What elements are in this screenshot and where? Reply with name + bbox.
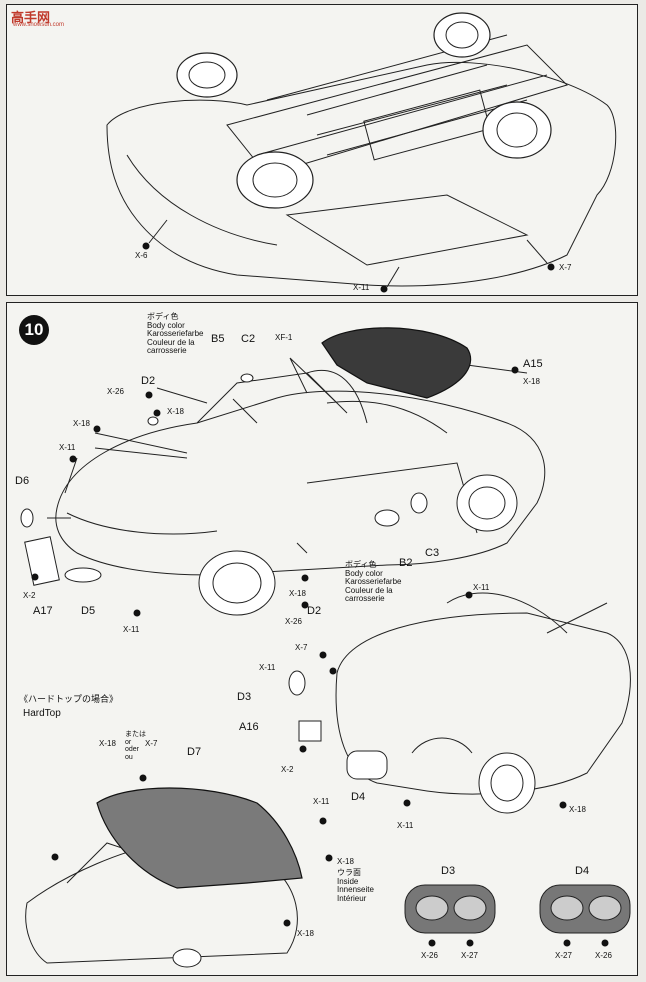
- step-number: 10: [19, 315, 49, 345]
- paint-label: XF-1: [275, 333, 293, 342]
- paint-label: X-11: [397, 821, 414, 830]
- assembly-drawing: [20, 327, 631, 968]
- paint-label: X-18: [569, 805, 586, 814]
- hardtop-heading-jp: 《ハードトップの場合》: [19, 694, 119, 704]
- paint-label: X-27: [461, 951, 478, 960]
- paint-label: X-11: [313, 797, 330, 806]
- paint-label: X-18: [337, 857, 354, 866]
- paint-label: X-26: [107, 387, 124, 396]
- paint-label: X-11: [259, 663, 276, 672]
- paint-label: X-11: [353, 283, 370, 292]
- chassis-underside-drawing: [106, 12, 617, 293]
- body-color-note: ボディ色 Body color Karosseriefarbe Couleur …: [345, 560, 402, 603]
- paint-label: X-27: [555, 951, 572, 960]
- watermark-url: www.showsun.com: [13, 22, 65, 28]
- step-9-panel: 高手网 www.showsun.com X-6 X-7 X-11: [6, 4, 638, 296]
- paint-label: X-2: [281, 765, 294, 774]
- part-label: A16: [239, 721, 259, 733]
- part-label: D5: [81, 605, 96, 617]
- watermark-logo: 高手网: [11, 10, 51, 25]
- paint-label: X-18: [523, 377, 540, 386]
- hardtop-heading: HardTop: [23, 708, 61, 719]
- paint-label: X-11: [473, 583, 490, 592]
- paint-label: X-11: [59, 443, 76, 452]
- part-label: C2: [241, 333, 256, 345]
- paint-label: X-2: [23, 591, 36, 600]
- part-label: D7: [187, 746, 202, 758]
- body-color-note: ボディ色 Body color Karosseriefarbe Couleur …: [147, 312, 204, 355]
- paint-label: X-7: [559, 263, 572, 272]
- part-label: D3: [237, 691, 252, 703]
- paint-label: X-7: [295, 643, 308, 652]
- part-label: B2: [399, 557, 413, 569]
- paint-label: X-18: [99, 739, 116, 748]
- paint-label: X-26: [421, 951, 438, 960]
- part-label: C3: [425, 547, 440, 559]
- part-label: D4: [575, 865, 590, 877]
- paint-label: X-6: [135, 251, 148, 260]
- paint-label: X-18: [289, 589, 306, 598]
- inside-note: ウラ面 Inside Innenseite Intérieur: [337, 868, 374, 903]
- paint-label: X-18: [167, 407, 184, 416]
- part-label: D4: [351, 791, 366, 803]
- part-label: B5: [211, 333, 225, 345]
- paint-label: X-7: [145, 739, 158, 748]
- paint-label: X-26: [285, 617, 302, 626]
- paint-label: X-18: [297, 929, 314, 938]
- part-label: A17: [33, 605, 53, 617]
- paint-label: X-18: [73, 419, 90, 428]
- paint-label: X-11: [123, 625, 140, 634]
- part-label: A15: [523, 358, 543, 370]
- or-note: または or oder ou: [125, 731, 146, 761]
- part-label: D6: [15, 475, 30, 487]
- part-label: D2: [141, 375, 156, 387]
- step-10-panel: 10 ボディ色 Body color Karosseriefarbe Coule…: [6, 302, 638, 976]
- paint-label: X-26: [595, 951, 612, 960]
- part-label: D3: [441, 865, 456, 877]
- part-label: D2: [307, 605, 322, 617]
